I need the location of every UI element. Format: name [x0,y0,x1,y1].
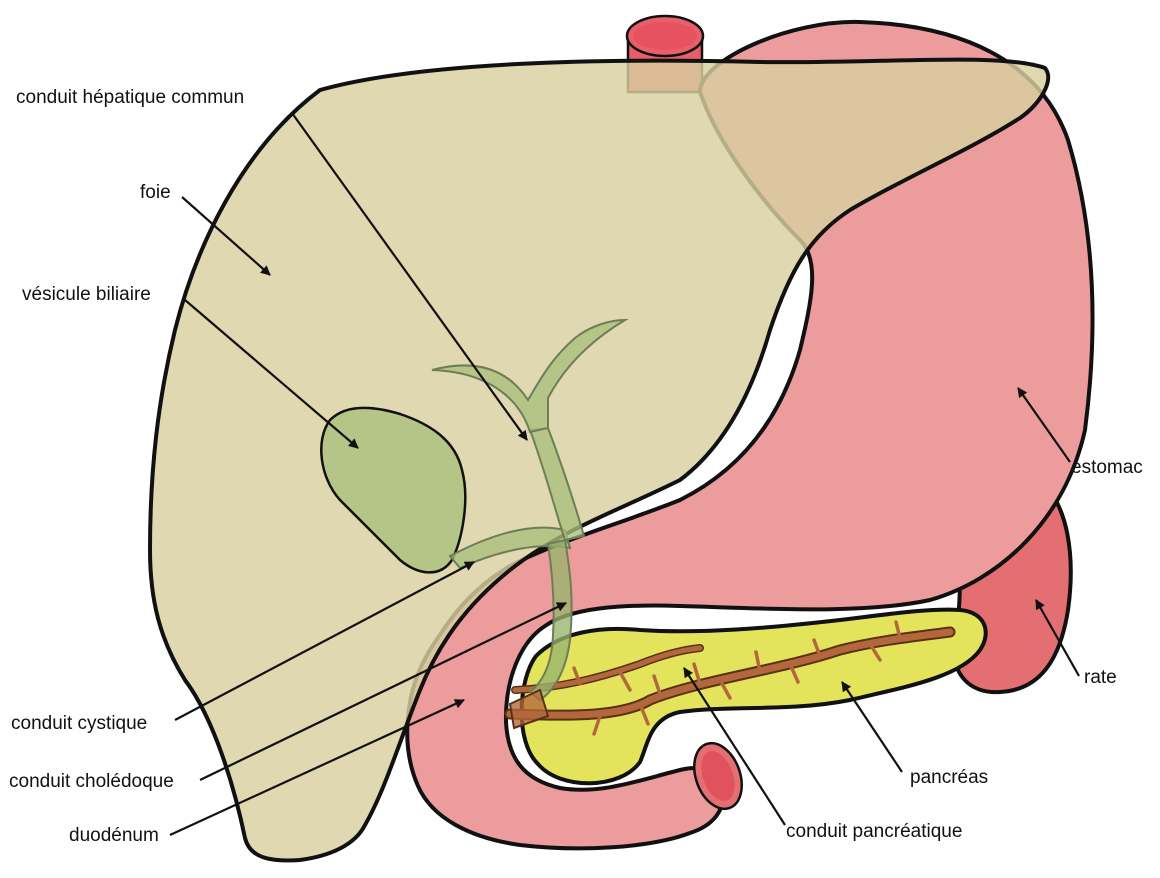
label-conduit-cystique: conduit cystique [11,714,147,733]
label-vesicule-biliaire: vésicule biliaire [22,285,151,304]
label-rate: rate [1084,668,1117,687]
label-pancreas: pancréas [910,768,988,787]
label-foie: foie [140,183,171,202]
label-conduit-pancreatique: conduit pancréatique [786,822,962,841]
label-conduit-choledoque: conduit cholédoque [9,772,174,791]
label-estomac: estomac [1071,458,1143,477]
label-duodenum: duodénum [69,826,159,845]
esophagus-lumen [633,22,697,50]
label-conduit-hepatique-commun: conduit hépatique commun [16,88,244,107]
